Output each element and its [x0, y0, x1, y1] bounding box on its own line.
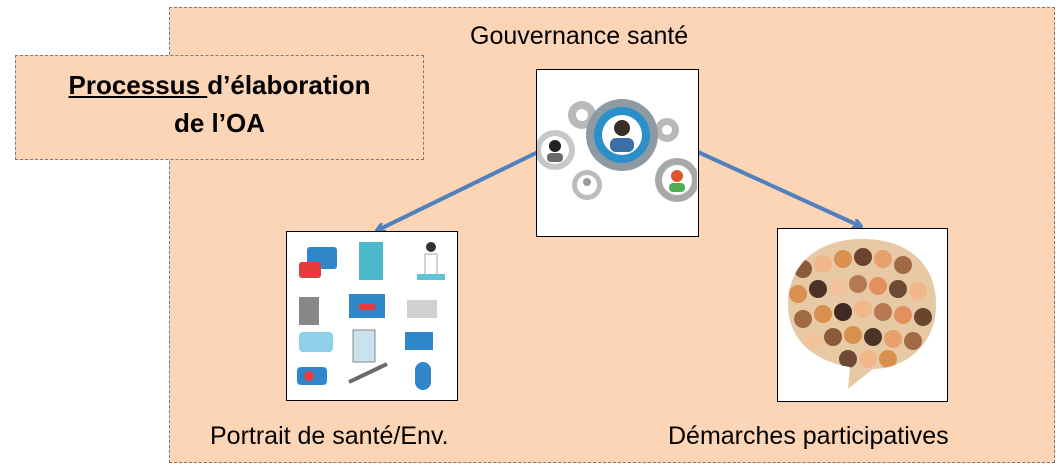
- arrow-right: [697, 150, 860, 226]
- arrow-left: [378, 150, 539, 230]
- title-line2: de l’OA: [173, 108, 265, 138]
- node-left-label: Portrait de santé/Env.: [210, 422, 449, 450]
- node-right-label: Démarches participatives: [668, 422, 949, 450]
- people-speech-bubble-icon: [777, 228, 948, 402]
- title-box: Processus d’élaboration de l’OA: [15, 55, 424, 160]
- node-top-label: Gouvernance santé: [470, 22, 689, 50]
- title-underlined: Processus: [68, 70, 208, 100]
- title-line1-rest: d’élaboration: [207, 70, 371, 100]
- gears-people-icon: [535, 69, 699, 237]
- health-equipment-icon: [286, 231, 458, 401]
